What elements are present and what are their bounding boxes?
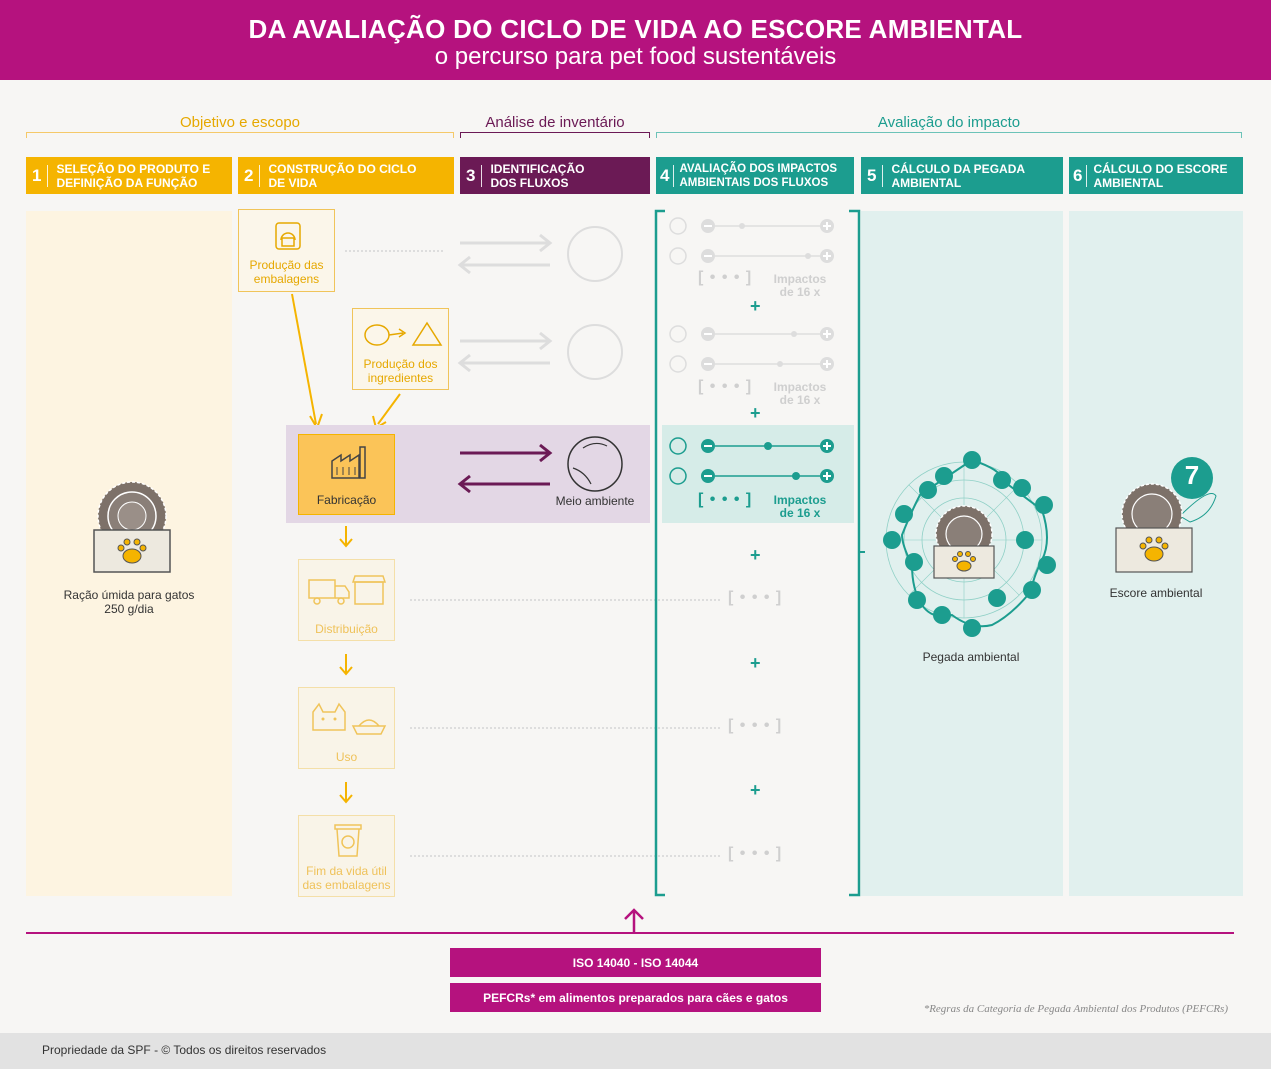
step-1-header: 1 SELEÇÃO DO PRODUTO E DEFINIÇÃO DA FUNÇ… bbox=[26, 157, 232, 194]
ingredients-icon bbox=[364, 321, 443, 346]
footer-text: Propriedade da SPF - © Todos os direitos… bbox=[42, 1043, 327, 1057]
page-title: DA AVALIAÇÃO DO CICLO DE VIDA AO ESCORE … bbox=[248, 14, 1023, 44]
step-number: 3 bbox=[460, 164, 483, 187]
product-dose: 250 g/dia bbox=[104, 602, 154, 616]
environment-label: Meio ambiente bbox=[555, 494, 635, 508]
recycle-bin-icon bbox=[334, 824, 362, 857]
step-3-header: 3 IDENTIFICAÇÃO DOS FLUXOS bbox=[460, 157, 650, 194]
cat-bowl-icon bbox=[312, 702, 387, 735]
footprint-can-icon bbox=[933, 505, 995, 579]
base-line bbox=[26, 932, 1234, 934]
pefcr-bar: PEFCRs* em alimentos preparados para cãe… bbox=[450, 983, 821, 1012]
page-subtitle: o percurso para pet food sustentáveis bbox=[434, 43, 837, 70]
plus-sign: + bbox=[750, 296, 761, 316]
score-label: Escore ambiental bbox=[1109, 586, 1203, 600]
impacts-label-active: Impactos de 16 x bbox=[766, 494, 834, 520]
environmental-score-icon bbox=[1115, 457, 1217, 573]
plus-sign: + bbox=[750, 403, 761, 423]
step-number: 5 bbox=[861, 164, 884, 187]
lifecycle-arrows bbox=[291, 293, 401, 431]
ingredients-production-box: Produção dos ingredientes bbox=[352, 308, 449, 390]
step-number: 6 bbox=[1069, 164, 1088, 187]
step-number: 4 bbox=[656, 164, 675, 187]
score-value: 7 bbox=[1184, 460, 1200, 490]
factory-icon bbox=[331, 446, 366, 479]
plus-sign: + bbox=[750, 780, 761, 800]
footer: Propriedade da SPF - © Todos os direitos… bbox=[0, 1033, 1271, 1069]
impacts-bracket-text: [ • • • ] bbox=[698, 269, 753, 286]
step-label: CONSTRUÇÃO DO CICLO DE VIDA bbox=[268, 161, 417, 190]
use-label: Uso bbox=[335, 750, 358, 764]
plus-sign: + bbox=[750, 653, 761, 673]
step-2-header: 2 CONSTRUÇÃO DO CICLO DE VIDA bbox=[238, 157, 454, 194]
impacts-bracket-text: [ • • • ] bbox=[728, 845, 783, 862]
step-5-header: 5 CÁLCULO DA PEGADA AMBIENTAL bbox=[861, 157, 1063, 194]
impacts-label-line1: Impactos bbox=[773, 380, 827, 394]
step-number: 2 bbox=[238, 164, 261, 187]
manufacturing-box: Fabricação bbox=[298, 434, 395, 515]
impacts-label-line2: de 16 x bbox=[779, 285, 821, 299]
step-label: CÁLCULO DA PEGADA AMBIENTAL bbox=[891, 161, 1025, 190]
up-arrow-icon bbox=[624, 908, 644, 932]
phase-inventory-label: Análise de inventário bbox=[485, 114, 625, 131]
cat-food-can-icon bbox=[93, 481, 171, 573]
impact-group-1 bbox=[669, 217, 834, 265]
phase-goal-label: Objetivo e escopo bbox=[179, 114, 301, 131]
flow-arrows bbox=[457, 436, 623, 494]
impacts-label-line1: Impactos bbox=[773, 272, 827, 286]
end-of-life-box: Fim da vida útil das embalagens bbox=[298, 815, 395, 897]
impact-group-2 bbox=[669, 325, 834, 373]
impacts-bracket-text: [ • • • ] bbox=[728, 717, 783, 734]
phase-inventory-line bbox=[460, 132, 650, 138]
earth-icon bbox=[567, 436, 623, 492]
step-4-header: 4 AVALIAÇÃO DOS IMPACTOS AMBIENTAIS DOS … bbox=[656, 157, 854, 194]
footnote: *Regras da Categoria de Pegada Ambiental… bbox=[923, 1003, 1228, 1015]
footprint-label: Pegada ambiental bbox=[922, 650, 1020, 664]
packaging-label: Produção das embalagens bbox=[249, 258, 324, 286]
product-label: Ração úmida para gatos 250 g/dia bbox=[26, 588, 232, 616]
distribution-box: Distribuição bbox=[298, 559, 395, 641]
product-name: Ração úmida para gatos bbox=[63, 588, 195, 602]
dotted-connector bbox=[410, 855, 720, 857]
impact-bracket bbox=[654, 209, 865, 897]
phase-impact-label: Avaliação do impacto bbox=[877, 114, 1021, 131]
truck-shop-icon bbox=[308, 575, 387, 605]
step-number: 1 bbox=[26, 164, 49, 187]
plus-sign: + bbox=[750, 545, 761, 565]
distribution-label: Distribuição bbox=[315, 622, 378, 636]
step-6-header: 6 CÁLCULO DO ESCORE AMBIENTAL bbox=[1069, 157, 1243, 194]
impacts-label-faded: Impactos de 16 x bbox=[766, 381, 834, 407]
impacts-label-line2: de 16 x bbox=[779, 506, 821, 520]
dotted-connector bbox=[410, 599, 720, 601]
end-of-life-label: Fim da vida útil das embalagens bbox=[302, 864, 391, 892]
packaging-production-box: Produção das embalagens bbox=[238, 209, 335, 292]
manufacturing-label: Fabricação bbox=[316, 493, 377, 507]
environmental-footprint-wheel bbox=[883, 451, 1056, 637]
faded-flow-arrows-2 bbox=[457, 324, 623, 380]
step-label: SELEÇÃO DO PRODUTO E DEFINIÇÃO DA FUNÇÃO bbox=[56, 161, 211, 190]
impacts-bracket-text: [ • • • ] bbox=[728, 589, 783, 606]
step-label: AVALIAÇÃO DOS IMPACTOS AMBIENTAIS DOS FL… bbox=[679, 162, 838, 189]
ingredients-label: Produção dos ingredientes bbox=[363, 357, 438, 385]
impacts-label-line2: de 16 x bbox=[779, 393, 821, 407]
iso-standards-bar: ISO 14040 - ISO 14044 bbox=[450, 948, 821, 977]
impacts-bracket-text: [ • • • ] bbox=[698, 378, 753, 395]
dotted-connector bbox=[410, 727, 720, 729]
step-label: CÁLCULO DO ESCORE AMBIENTAL bbox=[1093, 161, 1228, 190]
faded-flow-arrows-1 bbox=[457, 226, 623, 282]
dotted-connector bbox=[345, 250, 443, 252]
packaging-icon bbox=[275, 222, 301, 250]
impacts-label-faded: Impactos de 16 x bbox=[766, 273, 834, 299]
use-box: Uso bbox=[298, 687, 395, 769]
phase-goal-line bbox=[26, 132, 454, 138]
phase-impact-line bbox=[656, 132, 1242, 138]
header-banner: DA AVALIAÇÃO DO CICLO DE VIDA AO ESCORE … bbox=[0, 0, 1271, 80]
impact-group-active bbox=[669, 437, 834, 485]
impacts-bracket-text: [ • • • ] bbox=[698, 491, 753, 508]
down-arrows bbox=[339, 526, 353, 804]
impacts-label-line1: Impactos bbox=[773, 493, 827, 507]
step-label: IDENTIFICAÇÃO DOS FLUXOS bbox=[490, 161, 585, 190]
